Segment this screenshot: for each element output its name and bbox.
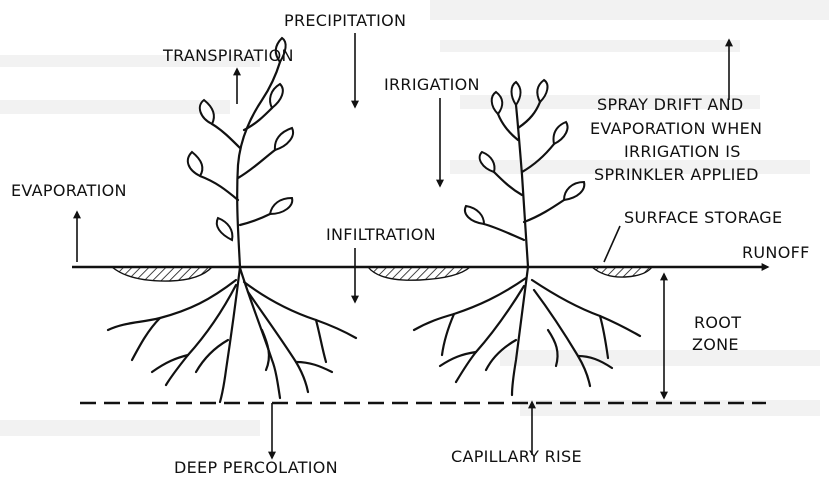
label-runoff: RUNOFF xyxy=(742,243,810,262)
label-deep-percolation: DEEP PERCOLATION xyxy=(174,458,338,477)
label-spray-drift-line2: EVAPORATION WHEN xyxy=(590,119,762,138)
label-capillary-rise: CAPILLARY RISE xyxy=(451,447,582,466)
label-evaporation: EVAPORATION xyxy=(11,181,127,200)
label-spray-drift-line3: IRRIGATION IS xyxy=(624,142,741,161)
label-root-zone-line2: ZONE xyxy=(692,335,739,354)
label-spray-drift-line1: SPRAY DRIFT AND xyxy=(597,95,744,114)
label-spray-drift-line4: SPRINKLER APPLIED xyxy=(594,165,759,184)
label-surface-storage: SURFACE STORAGE xyxy=(624,208,782,227)
label-irrigation: IRRIGATION xyxy=(384,75,480,94)
surface-storage-leader xyxy=(604,226,620,262)
label-precipitation: PRECIPITATION xyxy=(284,11,406,30)
surface-storage-depression-left xyxy=(112,267,212,281)
left-plant xyxy=(108,38,356,402)
label-infiltration: INFILTRATION xyxy=(326,225,436,244)
label-root-zone-line1: ROOT xyxy=(694,313,741,332)
surface-storage-depression-middle xyxy=(368,267,470,280)
label-transpiration: TRANSPIRATION xyxy=(162,46,294,65)
surface-storage-depression-right xyxy=(592,267,652,277)
